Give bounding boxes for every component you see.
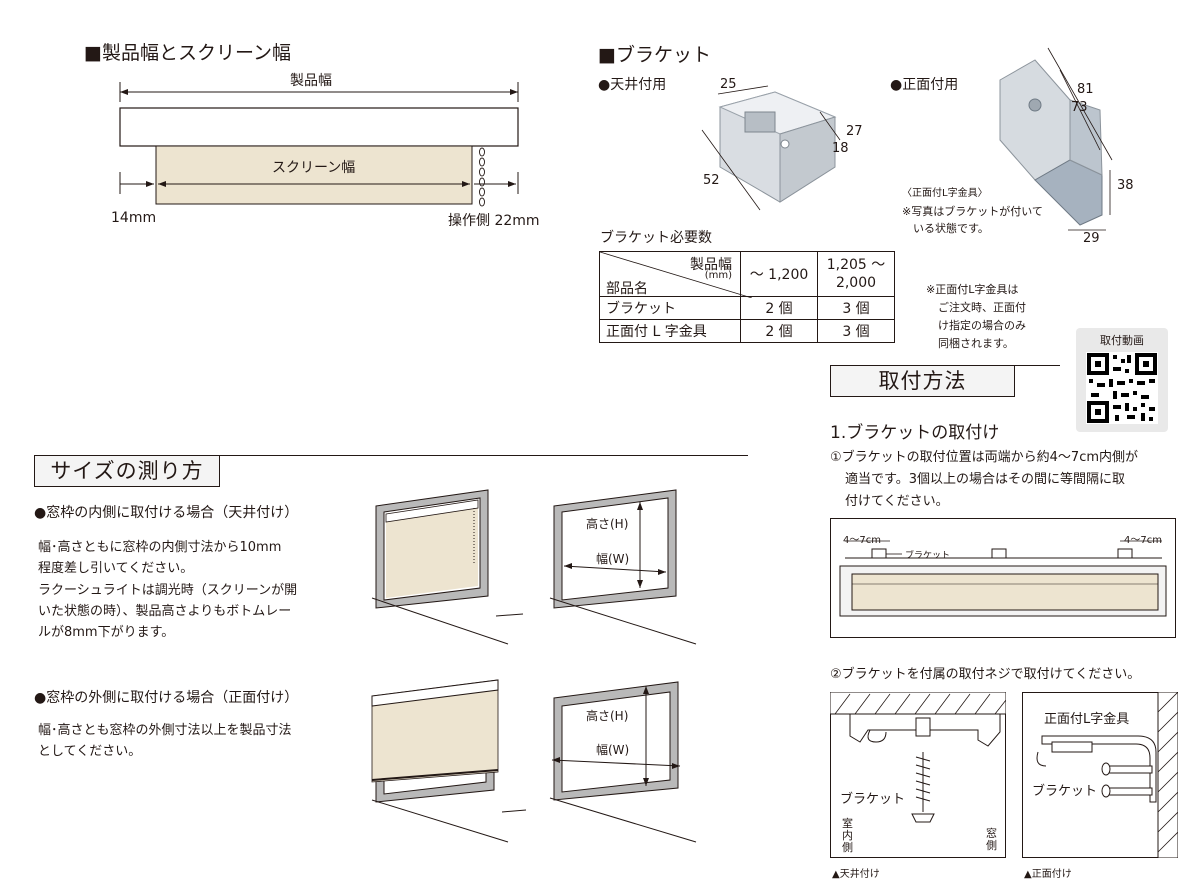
- inside-text-5: ルが8mm下がります。: [38, 625, 175, 640]
- ceiling-mount-diagram: [830, 692, 1006, 858]
- front-mount-bracket: ブラケット: [1032, 784, 1098, 799]
- window-side-label: 窓側: [986, 827, 997, 852]
- indoor-side-label: 室内側: [842, 817, 853, 854]
- inside-text-3: ラクーシュライトは調光時（スクリーンが開: [38, 583, 298, 598]
- size-title: サイズの測り方: [34, 455, 220, 487]
- bracket-title: ■ブラケット: [598, 44, 711, 66]
- product-width-diagram: [119, 82, 519, 207]
- step1-text-2: 適当です。3個以上の場合はその間に等間隔に取: [845, 472, 1125, 487]
- screen-width-label: スクリーン幅: [272, 160, 356, 176]
- header-col-1: ～ 1,200: [740, 251, 818, 297]
- install-title: 取付方法: [830, 365, 1015, 397]
- header-product-width: 製品幅: [690, 257, 732, 273]
- ceiling-bracket-image: [701, 85, 841, 211]
- diag-bracket-label: ブラケット: [905, 551, 951, 561]
- qr-box[interactable]: 取付動画: [1076, 328, 1168, 432]
- inside-height-label: 高さ(H): [586, 517, 629, 531]
- ceiling-dim-length: 52: [703, 173, 720, 188]
- inside-text-4: いた状態の時）、製品高さよりもボトムレー: [38, 604, 292, 619]
- outside-blind-illustration: [371, 679, 527, 843]
- right-margin-label: 操作側 22mm: [448, 213, 540, 229]
- inside-width-label: 幅(W): [596, 552, 630, 566]
- step2-text: ②ブラケットを付属の取付ネジで取付けてください。: [830, 667, 1141, 682]
- inside-text-1: 幅･高さともに窓枠の内側寸法から10mm: [38, 540, 282, 555]
- ceiling-mount-bracket: ブラケット: [840, 792, 906, 807]
- ceiling-dim-width: 25: [720, 77, 737, 92]
- outside-measure-illustration: [549, 681, 697, 843]
- ceiling-mount-caption: ▲天井付け: [832, 869, 880, 880]
- outside-height-label: 高さ(H): [586, 709, 629, 723]
- qr-code-icon[interactable]: [1086, 352, 1158, 424]
- ceiling-dim-height: 18: [832, 141, 849, 156]
- inside-measure-illustration: [549, 489, 697, 645]
- outside-text-2: としてください。: [38, 744, 142, 759]
- required-note-2: ご注文時、正面付: [938, 301, 1026, 314]
- header-part-name: 部品名: [606, 281, 648, 297]
- product-width-label: 製品幅: [290, 73, 332, 89]
- bracket-position-diagram: [830, 518, 1176, 638]
- ceiling-dim-depth: 27: [846, 124, 863, 139]
- front-dim-73: 73: [1071, 100, 1088, 115]
- diag-left-range: 4～7cm: [843, 535, 881, 546]
- front-note-2: ※写真はブラケットが付いて: [902, 205, 1043, 218]
- inside-mount-title: ●窓枠の内側に取付ける場合（天井付け）: [34, 505, 299, 521]
- step1-text-1: ①ブラケットの取付位置は両端から約4～7cm内側が: [830, 450, 1139, 465]
- diag-right-range: 4～7cm: [1124, 535, 1162, 546]
- front-mount-caption: ▲正面付け: [1024, 869, 1072, 880]
- qr-label: 取付動画: [1100, 334, 1144, 347]
- step1-title: 1.ブラケットの取付け: [830, 423, 1000, 443]
- front-dim-29: 29: [1083, 231, 1100, 246]
- front-bracket-label: ●正面付用: [890, 77, 959, 93]
- front-note-1: 〈正面付L字金具〉: [902, 188, 988, 199]
- front-dim-81: 81: [1077, 82, 1094, 97]
- front-bracket-image: [999, 47, 1113, 231]
- front-mount-diagram: [1022, 692, 1178, 858]
- required-note-1: ※正面付L字金具は: [926, 283, 1019, 296]
- front-fitting-label: 正面付L字金具: [1044, 712, 1130, 727]
- required-note-4: 同梱されます。: [938, 337, 1014, 350]
- outside-text-1: 幅･高さとも窓枠の外側寸法以上を製品寸法: [38, 723, 292, 738]
- required-table: 製品幅 (mm) 部品名 ～ 1,200 1,205 ～2,000 ブラケット …: [599, 251, 895, 343]
- outside-mount-title: ●窓枠の外側に取付ける場合（正面付け）: [34, 690, 299, 706]
- inside-text-2: 程度差し引いてください。: [38, 561, 194, 576]
- table-row: ブラケット 2 個 3 個: [599, 296, 895, 320]
- inside-blind-illustration: [371, 489, 524, 645]
- header-unit: (mm): [704, 270, 732, 281]
- size-rule: [34, 455, 748, 456]
- required-note-3: け指定の場合のみ: [938, 319, 1026, 332]
- outside-width-label: 幅(W): [596, 743, 630, 757]
- step1-text-3: 付けてください。: [845, 494, 949, 509]
- table-header-cell: 製品幅 (mm) 部品名: [599, 251, 752, 298]
- product-width-title: ■製品幅とスクリーン幅: [84, 42, 292, 64]
- table-row: 正面付 L 字金具 2 個 3 個: [599, 319, 895, 343]
- required-title: ブラケット必要数: [600, 230, 712, 246]
- left-margin-label: 14mm: [111, 210, 157, 226]
- ceiling-bracket-label: ●天井付用: [598, 77, 667, 93]
- front-dim-38: 38: [1117, 178, 1134, 193]
- front-note-3: いる状態です。: [913, 222, 989, 235]
- header-col-2: 1,205 ～2,000: [817, 251, 895, 297]
